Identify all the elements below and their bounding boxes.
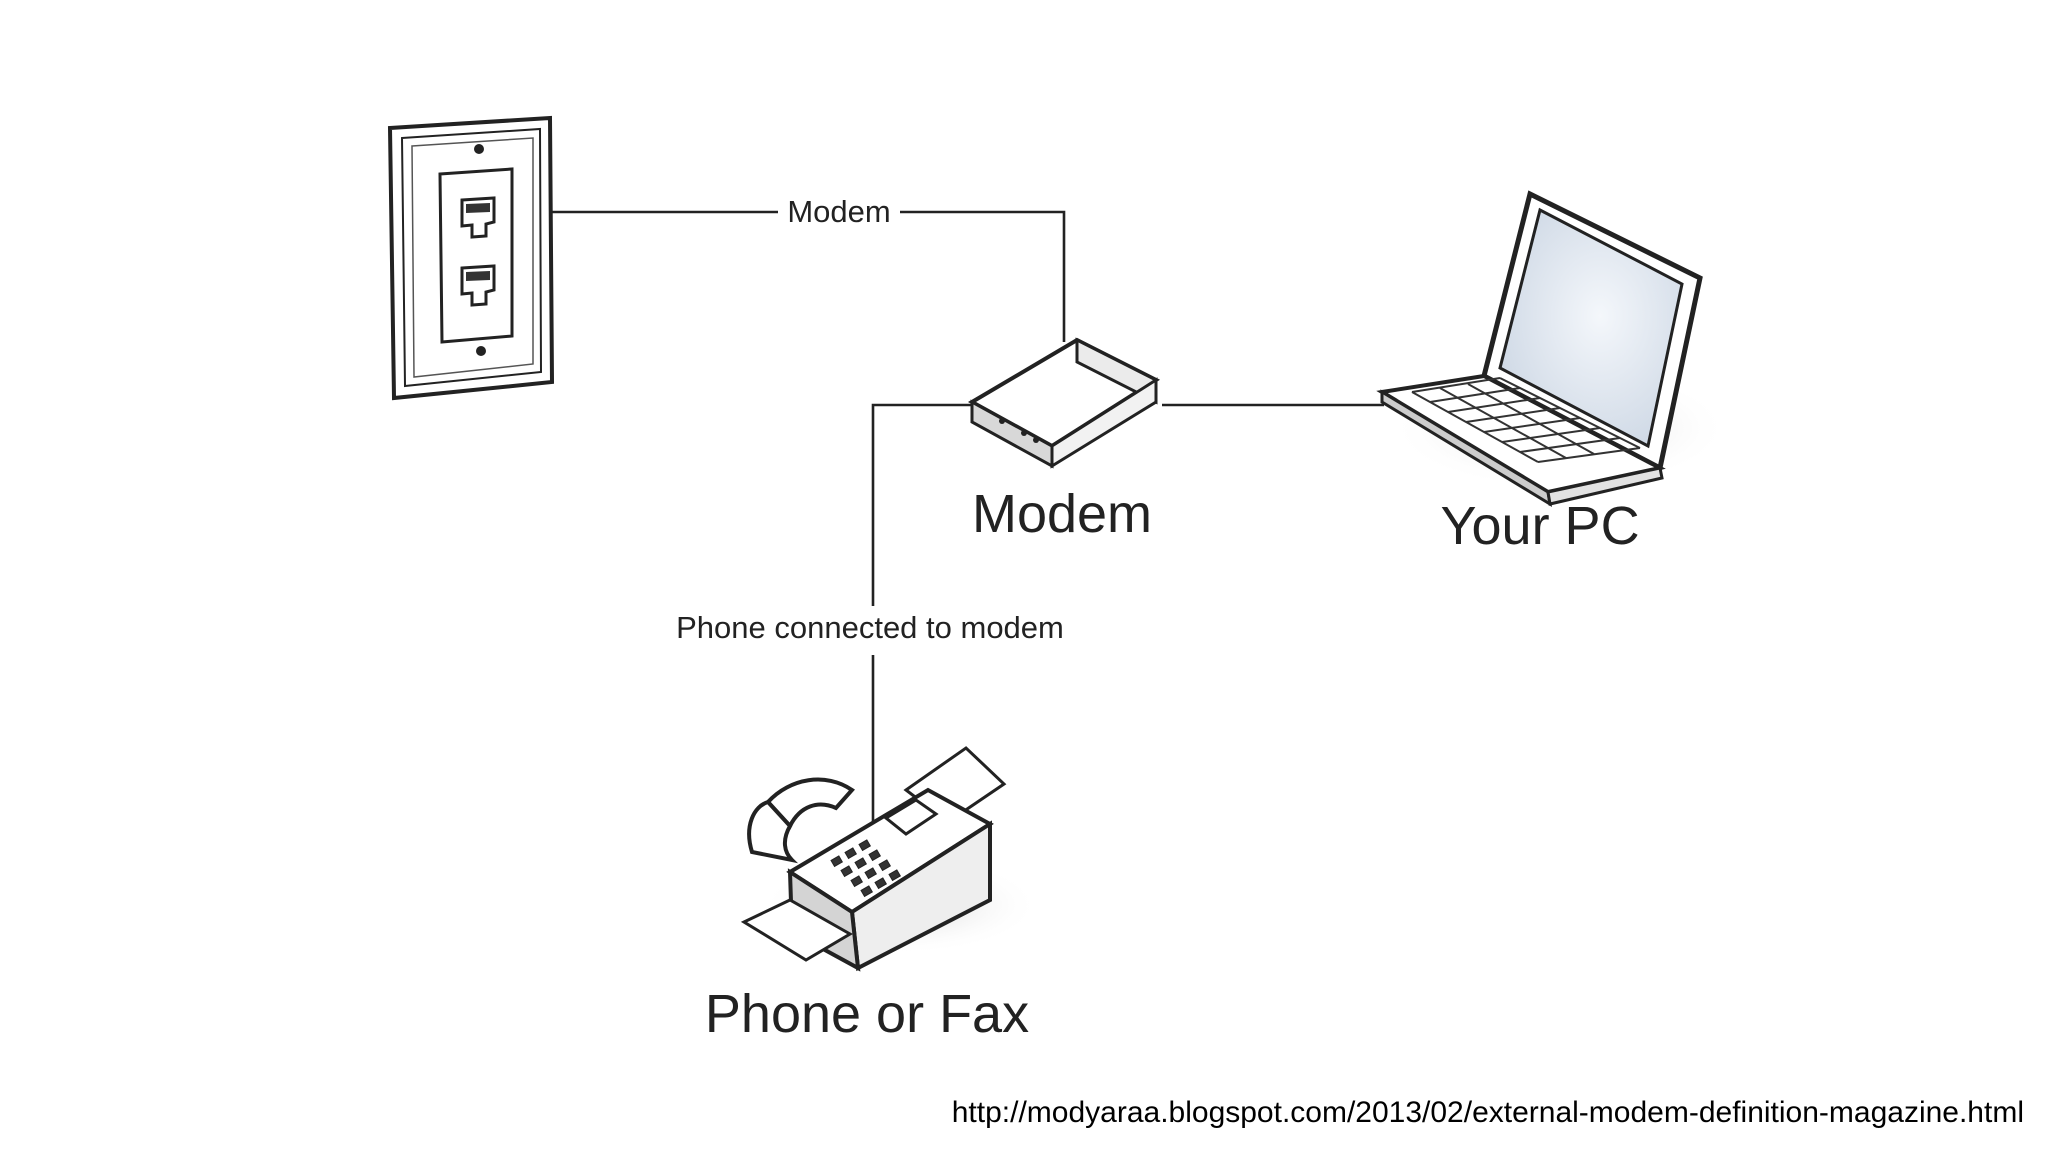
connection-lines (478, 210, 1384, 832)
edge-label-modem-to-phone: Phone connected to modem (676, 610, 1064, 645)
wall-jack-icon (387, 115, 555, 401)
pc-label: Your PC (1440, 496, 1639, 556)
modem-label: Modem (972, 484, 1152, 544)
modem-icon (967, 337, 1161, 469)
edge-label-bg-phone (645, 606, 1095, 654)
laptop-icon (1376, 190, 1730, 507)
edge-label-wall-to-modem: Modem (787, 194, 890, 229)
fax-icon (740, 746, 1040, 972)
phone-fax-label: Phone or Fax (705, 984, 1029, 1044)
source-url: http://modyaraa.blogspot.com/2013/02/ext… (951, 1096, 2024, 1129)
edge-wall-to-modem-2 (900, 210, 1066, 342)
edge-label-bg-modem (778, 192, 900, 232)
